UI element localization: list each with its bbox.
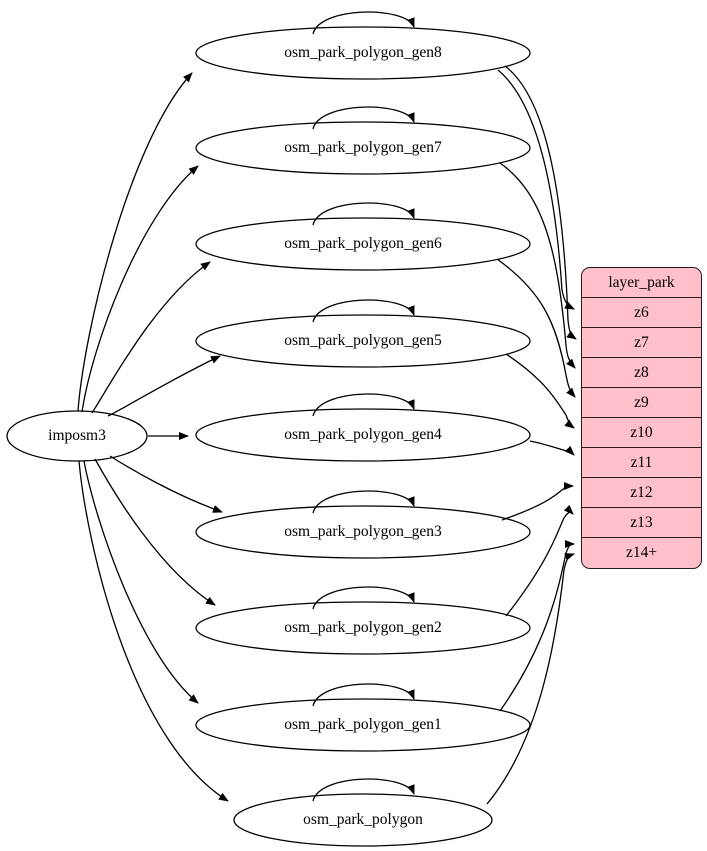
table-row-z8[interactable]: z8 bbox=[582, 358, 701, 388]
node-ellipse-outlines bbox=[6, 26, 531, 847]
edge-group-self-loops bbox=[312, 11, 415, 802]
table-row-z13[interactable]: z13 bbox=[582, 508, 701, 538]
table-row-z9[interactable]: z9 bbox=[582, 388, 701, 418]
node-osm-park-polygon-gen8[interactable]: osm_park_polygon_gen8 bbox=[284, 44, 442, 61]
table-row-z10[interactable]: z10 bbox=[582, 418, 701, 448]
node-osm-park-polygon-gen6[interactable]: osm_park_polygon_gen6 bbox=[284, 235, 442, 252]
edge-group-source-to-nodes bbox=[77, 72, 229, 802]
table-row-z12[interactable]: z12 bbox=[582, 478, 701, 508]
edge-group-nodes-to-table bbox=[486, 65, 577, 805]
layer-park-table: layer_park z6 z7 z8 z9 z10 z11 z12 z13 z… bbox=[581, 267, 702, 569]
node-osm-park-polygon-gen3[interactable]: osm_park_polygon_gen3 bbox=[284, 523, 442, 540]
table-row-z6[interactable]: z6 bbox=[582, 298, 701, 328]
node-osm-park-polygon-gen2[interactable]: osm_park_polygon_gen2 bbox=[284, 619, 442, 636]
table-header-layer-park: layer_park bbox=[582, 268, 701, 298]
node-osm-park-polygon-gen1[interactable]: osm_park_polygon_gen1 bbox=[284, 716, 442, 733]
node-osm-park-polygon-gen7[interactable]: osm_park_polygon_gen7 bbox=[284, 139, 442, 156]
node-osm-park-polygon-gen5[interactable]: osm_park_polygon_gen5 bbox=[284, 332, 442, 349]
table-row-z7[interactable]: z7 bbox=[582, 328, 701, 358]
table-row-z11[interactable]: z11 bbox=[582, 448, 701, 478]
node-osm-park-polygon[interactable]: osm_park_polygon bbox=[303, 811, 423, 828]
table-row-z14plus[interactable]: z14+ bbox=[625, 544, 658, 561]
node-osm-park-polygon-gen4[interactable]: osm_park_polygon_gen4 bbox=[284, 426, 442, 443]
node-imposm3[interactable]: imposm3 bbox=[48, 427, 106, 444]
